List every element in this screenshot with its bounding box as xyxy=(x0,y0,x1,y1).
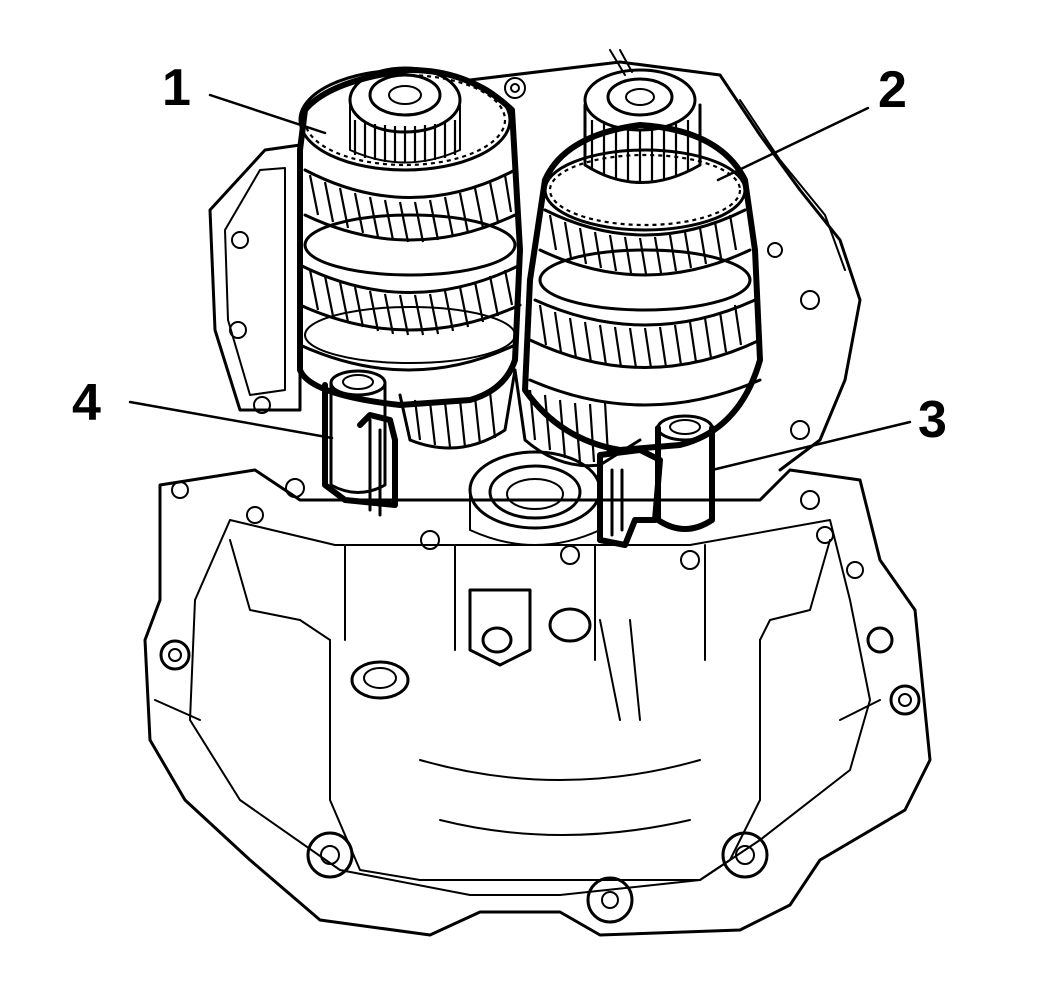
upper-case-housing xyxy=(208,49,862,472)
transmission-case xyxy=(143,468,932,937)
callout-2: 2 xyxy=(878,61,907,119)
leader-line-4 xyxy=(128,400,334,440)
leader-line-1 xyxy=(208,93,327,135)
leader-line-2 xyxy=(716,106,870,182)
shift-fork-left xyxy=(322,369,398,517)
callout-4: 4 xyxy=(72,374,101,432)
callout-3: 3 xyxy=(918,391,947,449)
shift-fork-right xyxy=(597,414,715,548)
input-shaft-gear-stack xyxy=(297,66,523,450)
leader-line-3 xyxy=(710,420,912,472)
callout-1: 1 xyxy=(162,59,191,117)
output-shaft-gear-stack xyxy=(513,68,763,468)
